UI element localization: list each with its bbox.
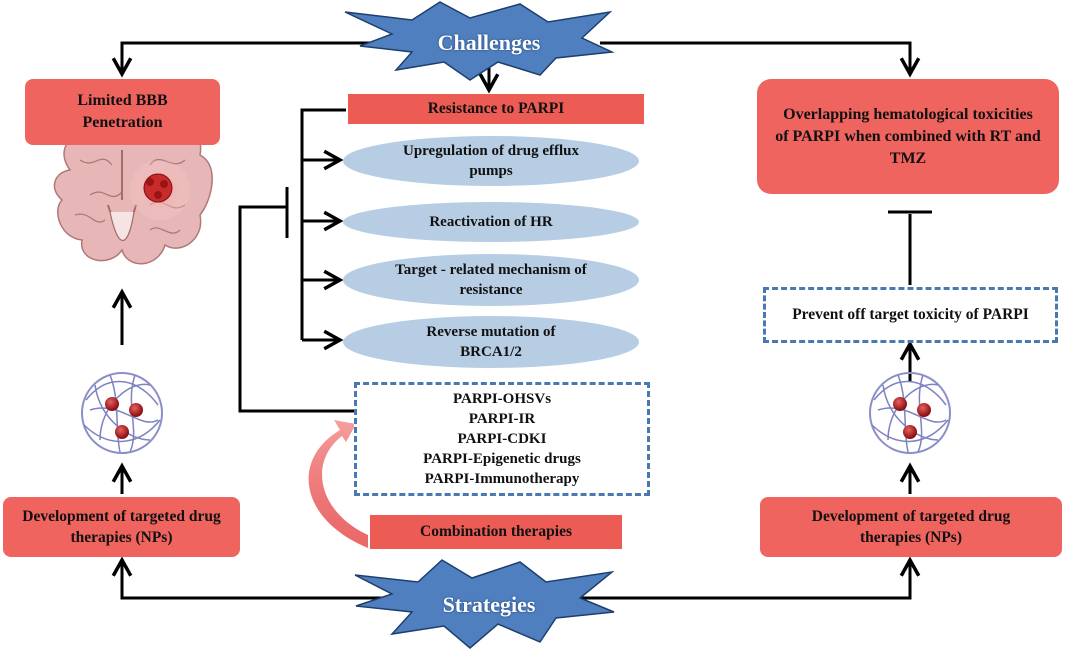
resistance-box: Resistance to PARPI <box>348 94 644 124</box>
resistance-label: Resistance to PARPI <box>427 100 565 117</box>
strategies-star <box>354 559 615 649</box>
mechanism-label: Target - related mechanism of resistance <box>395 262 587 298</box>
mechanism-efflux-pumps: Upregulation of drug efflux pumps <box>343 136 639 186</box>
combo-item: PARPI-Immunotherapy <box>424 471 580 487</box>
nanoparticle-icon <box>869 372 951 454</box>
toxicity-box: Overlapping hematological toxicities of … <box>757 79 1059 194</box>
combination-therapies-label: Combination therapies <box>420 523 572 540</box>
strategies-connectors <box>122 560 910 600</box>
toxicity-label: Overlapping hematological toxicities of … <box>775 105 1041 167</box>
brain-tumor-icon <box>53 120 213 265</box>
curved-arrow <box>308 420 368 548</box>
prevent-toxicity-box: Prevent off target toxicity of PARPI <box>763 287 1058 343</box>
mechanism-target-related: Target - related mechanism of resistance <box>343 254 639 306</box>
combo-item: PARPI-IR <box>468 411 536 427</box>
limited-bbb-label: Limited BBB Penetration <box>77 92 168 131</box>
mechanism-reverse-mutation: Reverse mutation of BRCA1/2 <box>343 316 639 368</box>
combo-item: PARPI-Epigenetic drugs <box>423 451 581 467</box>
challenges-star <box>344 1 615 81</box>
prevent-toxicity-label: Prevent off target toxicity of PARPI <box>792 306 1029 323</box>
resistance-bracket <box>238 108 354 413</box>
combo-item: PARPI-OHSVs <box>452 391 552 407</box>
challenges-label: Challenges <box>437 30 541 55</box>
combo-item: PARPI-CDKI <box>457 431 547 447</box>
mechanism-label: Reactivation of HR <box>429 214 553 230</box>
strategies-label: Strategies <box>442 592 536 617</box>
mechanism-reactivation-hr: Reactivation of HR <box>343 202 639 242</box>
limited-bbb-box: Limited BBB Penetration <box>25 79 220 145</box>
left-development-label: Development of targeted drug therapies (… <box>22 508 221 546</box>
left-development-box: Development of targeted drug therapies (… <box>3 497 240 557</box>
combination-therapies-box: Combination therapies <box>370 515 622 549</box>
nanoparticle-icon <box>81 372 163 454</box>
combination-list-box: PARPI-OHSVs PARPI-IR PARPI-CDKI PARPI-Ep… <box>354 382 650 496</box>
mechanism-label: Upregulation of drug efflux pumps <box>403 143 579 179</box>
mechanism-label: Reverse mutation of BRCA1/2 <box>426 324 556 360</box>
right-development-label: Development of targeted drug therapies (… <box>811 508 1011 546</box>
right-vertical-arrows <box>888 210 932 494</box>
right-development-box: Development of targeted drug therapies (… <box>760 497 1062 557</box>
